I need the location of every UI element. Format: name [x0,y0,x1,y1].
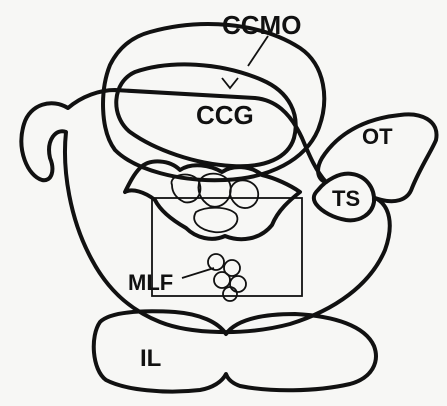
central-lobe-right [230,180,258,208]
ccg-notch [222,78,238,88]
ot-label: OT [362,124,393,149]
ccg-label: CCG [196,100,254,130]
mlf-label: MLF [128,270,173,295]
ccmo-leader [248,36,268,66]
ccmo-label: CCMO [222,10,301,40]
ts-label: TS [332,186,360,211]
mlf-cluster [208,254,246,301]
il-label: IL [140,345,161,372]
mlf-leader [182,268,214,278]
il-outline [94,311,376,391]
central-lobe-lower [194,208,237,233]
